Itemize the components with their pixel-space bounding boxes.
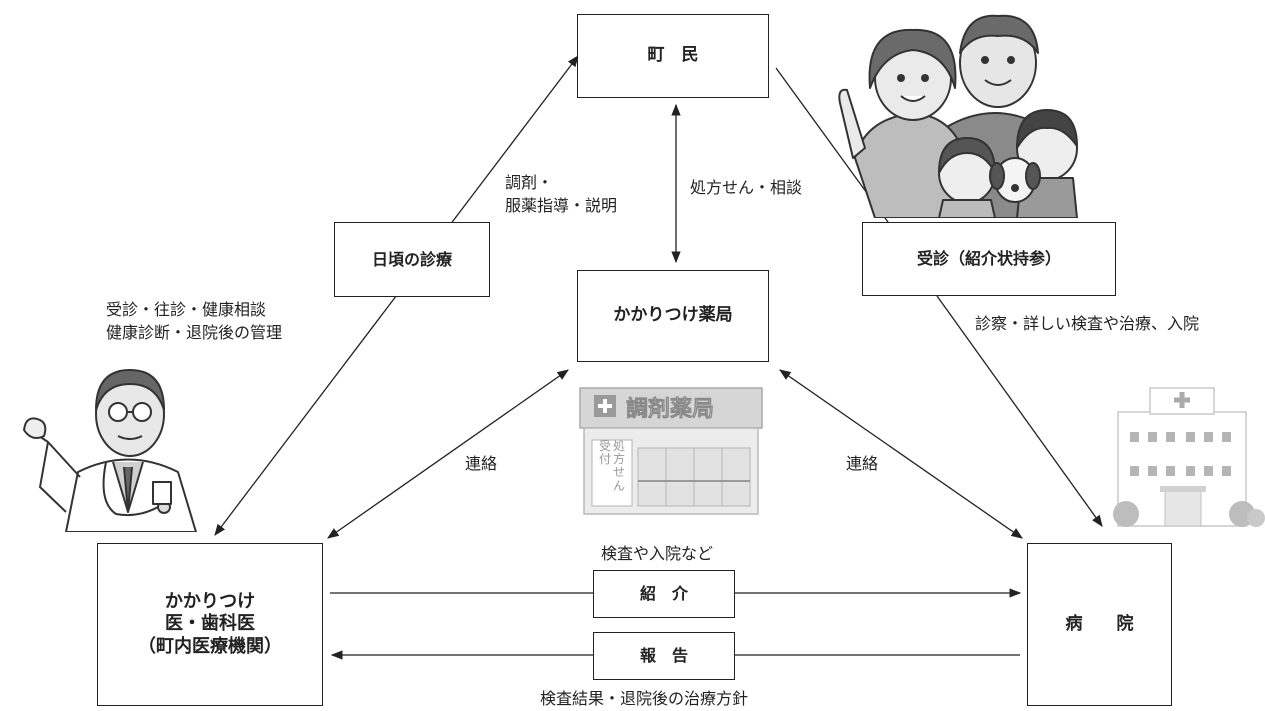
label-box-daily-care: 日頃の診療	[334, 222, 490, 297]
doctor-illustration	[23, 369, 197, 532]
counter-left-text: 受 付	[598, 440, 611, 467]
counter-right-text: 処 方 せ ん	[613, 440, 626, 493]
hospital-building-illustration	[1113, 387, 1265, 527]
label-referral-note: 検査や入院など	[601, 544, 714, 563]
pharmacy-sign-text: 調剤薬局	[626, 396, 714, 422]
label-contact-right: 連絡	[846, 454, 879, 473]
label-prescription: 処方せん・相談	[690, 178, 803, 197]
label-examination: 診察・詳しい検査や治療、入院	[975, 314, 1200, 333]
node-pharmacy: かかりつけ薬局	[577, 270, 769, 362]
label-box-consult: 受診（紹介状持参）	[862, 222, 1116, 296]
node-hospital: 病 院	[1027, 543, 1172, 706]
label-dispense: 調剤・ 服薬指導・説明	[505, 173, 618, 216]
arrow-pharmacy-doctor	[327, 369, 569, 539]
label-visit: 受診・往診・健康相談 健康診断・退院後の管理	[106, 300, 283, 343]
pharmacy-building-illustration: 調剤薬局 受 付 処 方 せ ん	[579, 387, 763, 515]
arrow-pharmacy-hospital	[779, 369, 1023, 539]
label-box-report: 報 告	[593, 632, 735, 680]
node-doctor: かかりつけ 医・歯科医 （町内医療機関）	[97, 543, 323, 706]
label-box-referral: 紹 介	[593, 570, 735, 618]
label-report-note: 検査結果・退院後の治療方針	[540, 689, 749, 708]
family-illustration	[838, 14, 1078, 218]
node-resident: 町 民	[577, 14, 769, 98]
label-contact-left: 連絡	[465, 454, 498, 473]
